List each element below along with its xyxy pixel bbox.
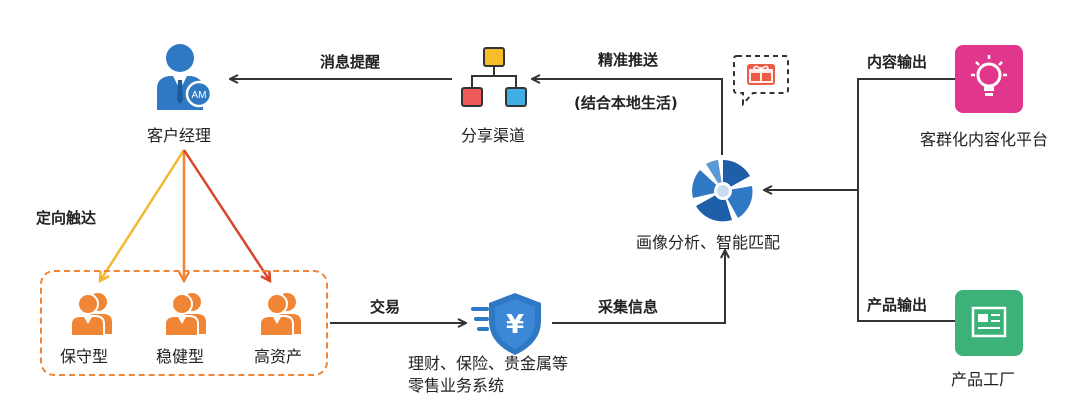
customer-type-label: 高资产 xyxy=(254,347,303,366)
arrow-to-conservative xyxy=(100,149,186,281)
content-output-label: 内容输出 xyxy=(867,53,928,71)
product-output-label: 产品输出 xyxy=(867,296,928,314)
arrow-to-high-asset xyxy=(182,149,270,281)
customer-type-label: 稳健型 xyxy=(156,347,205,366)
account-manager-icon: AM xyxy=(157,44,213,110)
yuan-symbol-text: ¥ xyxy=(506,310,524,340)
product-factory-icon xyxy=(955,290,1023,356)
account-manager-label: 客户经理 xyxy=(147,126,212,145)
line-content-output xyxy=(857,78,955,322)
customer-conservative-icon xyxy=(70,293,112,336)
precise-push-label: 精准推送 xyxy=(598,51,659,69)
transaction-label: 交易 xyxy=(370,298,401,316)
collect-info-label: 采集信息 xyxy=(598,298,659,316)
customer-type-label: 保守型 xyxy=(60,347,109,366)
customer-steady-icon xyxy=(164,293,206,336)
customer-high-asset-icon xyxy=(259,293,301,336)
product-factory-label: 产品工厂 xyxy=(951,370,1016,389)
yuan-shield-icon: ¥ xyxy=(471,293,541,355)
content-platform-label: 客群化内容化平台 xyxy=(920,130,1049,149)
portrait-analysis-icon xyxy=(692,160,753,222)
lightbulb-icon xyxy=(955,45,1023,113)
portrait-analysis-label: 画像分析、智能匹配 xyxy=(636,233,781,252)
am-badge-text: AM xyxy=(192,90,207,101)
share-channel-label: 分享渠道 xyxy=(461,126,526,145)
precise-push-sub-label: (结合本地生活) xyxy=(574,94,678,112)
arrow-collect-info xyxy=(552,250,725,324)
targeted-reach-label: 定向触达 xyxy=(36,209,97,227)
message-reminder-label: 消息提醒 xyxy=(320,53,381,71)
customer-group-box xyxy=(40,270,328,376)
retail-system-label: 理财、保险、贵金属等 零售业务系统 xyxy=(408,354,569,395)
share-channel-icon xyxy=(461,47,527,107)
arrow-precise-push xyxy=(532,79,723,155)
gift-message-icon xyxy=(733,55,789,107)
